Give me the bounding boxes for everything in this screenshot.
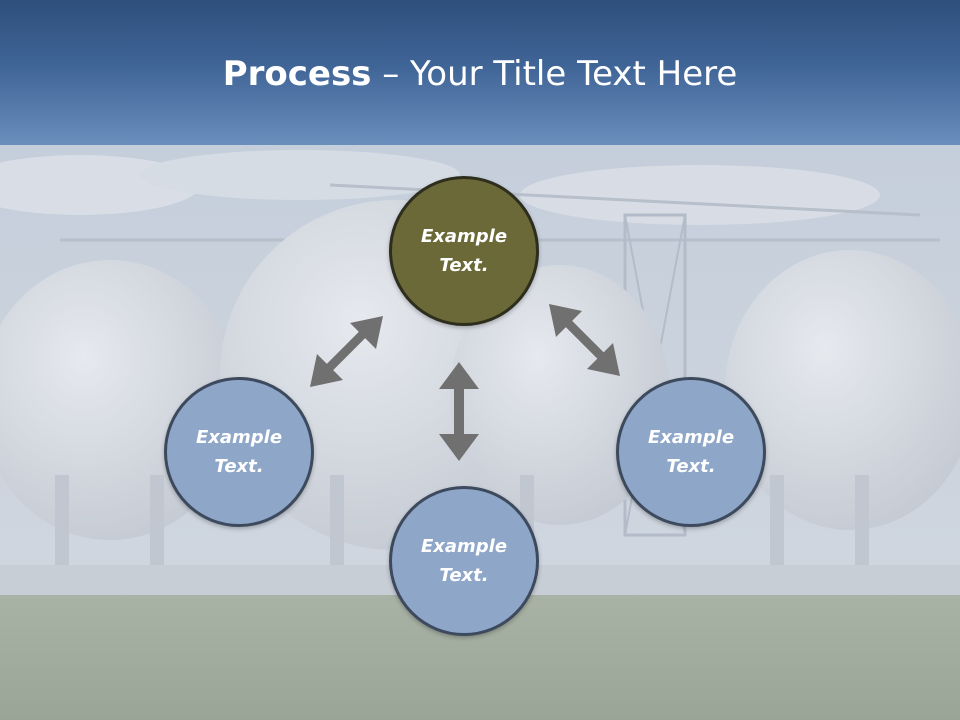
node-top-line2: Text. [439, 255, 489, 276]
node-left-line1: Example [195, 427, 283, 448]
title-bold: Process [222, 54, 372, 94]
node-right-line2: Text. [666, 456, 716, 477]
node-top-line1: Example [420, 226, 508, 247]
node-left-line2: Text. [214, 456, 264, 477]
title-rest: – Your Title Text Here [371, 54, 738, 94]
node-bottom-line1: Example [420, 536, 508, 557]
node-right-line1: Example [647, 427, 735, 448]
title-bar [0, 0, 960, 145]
node-bottom-line2: Text. [439, 565, 489, 586]
slide-title: Process – Your Title Text Here [0, 50, 960, 98]
